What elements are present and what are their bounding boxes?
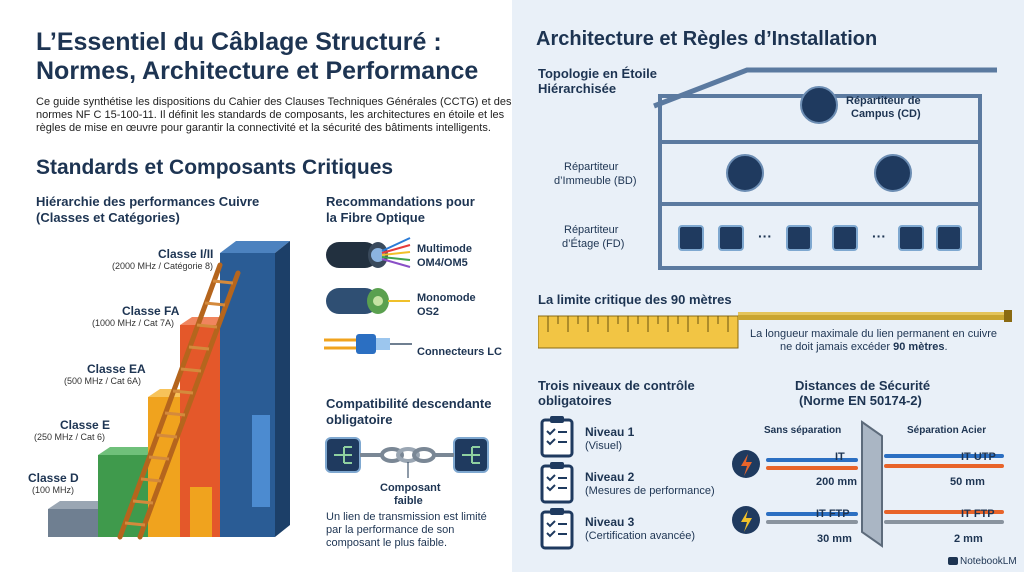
campus-distributor-icon <box>800 86 838 124</box>
level-3-detail: (Certification avancée) <box>585 530 696 542</box>
main-title-line2: Normes, Architecture et Performance <box>36 57 479 85</box>
compat-text-line1: Un lien de transmission est limité <box>326 511 487 523</box>
it-ftp-30-label: 30 mm <box>817 533 852 545</box>
brand-label: NotebookLM <box>948 556 1017 567</box>
compat-text-line3: composant le plus faible. <box>326 537 448 549</box>
ladder-icon <box>117 262 241 540</box>
class-d-detail: (100 MHz) <box>32 485 75 495</box>
level-1-name: Niveau 1 <box>585 425 635 439</box>
intro-line2: normes NF C 15-100-11. Il définit les st… <box>36 109 505 121</box>
floor-distributor-icon-2 <box>718 225 744 251</box>
step-class-d <box>48 509 98 537</box>
multimode-cable-icon <box>326 237 411 268</box>
section-title: Standards et Composants Critiques <box>36 156 394 179</box>
power-icon-2 <box>741 510 752 532</box>
class-e-detail: (250 MHz / Cat 6) <box>34 432 106 442</box>
main-title-line1: L’Essentiel du Câblage Structuré : <box>36 28 442 56</box>
level-2-name: Niveau 2 <box>585 470 635 484</box>
bd-label-line2: d’Immeuble (BD) <box>554 175 637 187</box>
checklist-icon-1 <box>540 416 574 458</box>
bd-label-line1: Répartiteur <box>564 161 619 173</box>
fiber-lc-label: Connecteurs LC <box>417 346 502 358</box>
limit-text-line1: La longueur maximale du lien permanent e… <box>750 328 998 340</box>
class-i-ii-detail: (2000 MHz / Catégorie 8) <box>112 261 214 271</box>
it-label: IT <box>835 451 845 463</box>
fiber-singlemode-line1: Monomode <box>417 292 476 304</box>
topology-line2: Hiérarchisée <box>538 81 617 96</box>
no-separation-label: Sans séparation <box>764 425 842 436</box>
cd-label-line1: Répartiteur de <box>846 95 921 107</box>
compat-heading-line2: obligatoire <box>326 412 393 427</box>
intro-line1: Ce guide synthétise les dispositions du … <box>36 96 512 108</box>
compat-text-line2: par la performance de son <box>326 524 455 536</box>
steel-separation-label: Séparation Acier <box>907 425 987 436</box>
ellipsis-2: ··· <box>872 228 886 244</box>
ellipsis-1: ··· <box>758 228 772 244</box>
it-ftp-label: IT FTP <box>816 508 850 520</box>
weak-component-line2: faible <box>394 495 423 507</box>
class-ea-detail: (500 MHz / Cat 6A) <box>64 376 142 386</box>
fd-label-line1: Répartiteur <box>564 224 619 236</box>
floor-distributor-icon-3 <box>786 225 812 251</box>
copper-heading-line1: Hiérarchie des performances Cuivre <box>36 194 260 209</box>
building-distributor-icon-2 <box>874 154 912 192</box>
distances-title-line1: Distances de Sécurité <box>795 378 931 393</box>
cd-label-line2: Campus (CD) <box>851 108 921 120</box>
it-ftp-2-label: 2 mm <box>954 533 983 545</box>
lc-connector-icon <box>324 334 412 354</box>
compat-heading-line1: Compatibilité descendante <box>326 396 492 411</box>
distances-title-line2: (Norme EN 50174-2) <box>799 393 922 408</box>
copper-staircase-chart <box>48 241 290 540</box>
it-ftp2-label: IT FTP <box>961 508 995 520</box>
floor-distributor-icon-6 <box>936 225 962 251</box>
checklist-icon-2 <box>540 462 574 504</box>
building-distributor-icon-1 <box>726 154 764 192</box>
class-fa-detail: (1000 MHz / Cat 7A) <box>92 318 175 328</box>
class-ea-name: Classe EA <box>87 362 146 376</box>
weakest-link-diagram <box>325 437 489 478</box>
fiber-singlemode-line2: OS2 <box>417 306 440 318</box>
fiber-multimode-line2: OM4/OM5 <box>417 257 468 269</box>
right-title: Architecture et Règles d’Installation <box>536 28 878 50</box>
copper-heading-line2: (Classes et Catégories) <box>36 210 180 225</box>
fiber-heading-line2: la Fibre Optique <box>326 210 425 225</box>
class-e-name: Classe E <box>60 418 111 432</box>
class-d-name: Classe D <box>28 471 79 485</box>
fiber-heading-line1: Recommandations pour <box>326 194 475 209</box>
weak-component-line1: Composant <box>380 482 441 494</box>
intro-line3: règles de mise en œuvre pour garantir la… <box>36 122 491 134</box>
class-i-ii-name: Classe I/II <box>158 247 214 261</box>
fiber-multimode-line1: Multimode <box>417 243 472 255</box>
chain-icon <box>360 447 454 463</box>
notebook-icon <box>948 557 958 566</box>
singlemode-cable-icon <box>326 288 410 314</box>
fiber-icons <box>324 237 412 354</box>
limit-text-line2: ne doit jamais excéder 90 mètres. <box>780 341 948 353</box>
checklist-icons <box>540 416 574 550</box>
levels-title-line1: Trois niveaux de contrôle <box>538 378 695 393</box>
steel-plate-icon <box>861 420 883 548</box>
class-fa-name: Classe FA <box>122 304 180 318</box>
levels-title-line2: obligatoires <box>538 393 612 408</box>
power-icon-1 <box>741 454 752 476</box>
it-utp-label: IT UTP <box>961 451 996 463</box>
separation-diagram <box>732 420 1004 548</box>
right-panel: Architecture et Règles d’Installation To… <box>512 0 1024 572</box>
it-utp-50-label: 50 mm <box>950 476 985 488</box>
fd-label-line2: d’Étage (FD) <box>562 238 625 250</box>
level-3-name: Niveau 3 <box>585 515 635 529</box>
floor-distributor-icon-5 <box>898 225 924 251</box>
topology-line1: Topologie en Étoile <box>538 66 657 81</box>
floor-distributor-icon-4 <box>832 225 858 251</box>
it-200-label: 200 mm <box>816 476 857 488</box>
level-2-detail: (Mesures de performance) <box>585 485 715 497</box>
checklist-icon-3 <box>540 508 574 550</box>
level-1-detail: (Visuel) <box>585 440 623 452</box>
building-diagram <box>653 67 997 270</box>
ruler-icon <box>538 310 1012 349</box>
limit-title: La limite critique des 90 mètres <box>538 292 732 307</box>
floor-distributor-icon-1 <box>678 225 704 251</box>
left-panel: L’Essentiel du Câblage Structuré : Norme… <box>0 0 512 572</box>
